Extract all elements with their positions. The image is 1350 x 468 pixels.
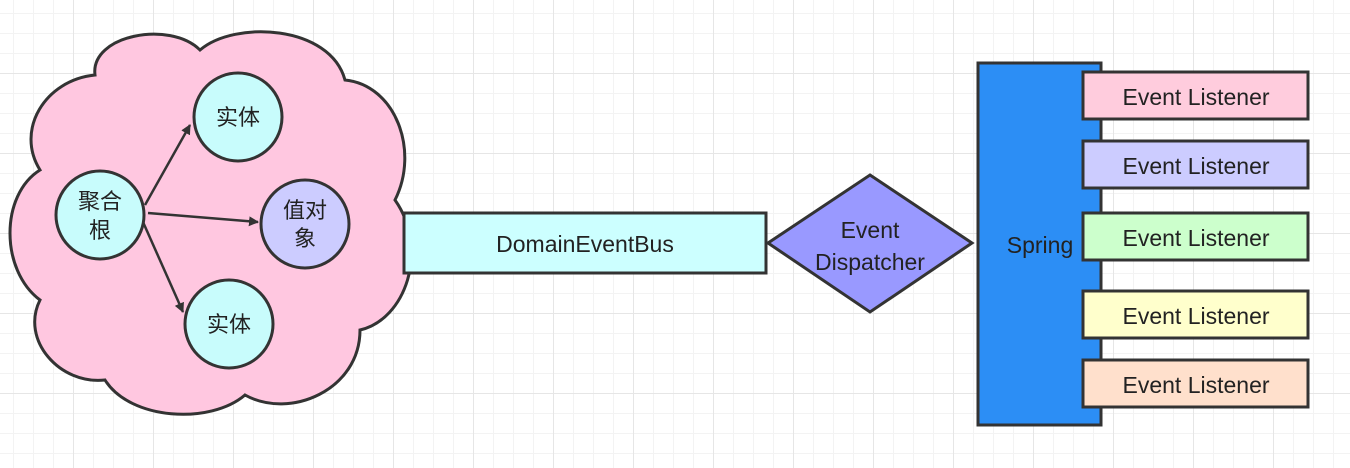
event-dispatcher-label-line2: Dispatcher: [815, 249, 925, 275]
aggregate-root-node: [54, 169, 146, 261]
event-listener-1: Event Listener: [1081, 70, 1310, 121]
value-object-label-line2: 象: [294, 227, 316, 252]
event-listener-label-4: Event Listener: [1122, 303, 1269, 329]
domain-event-bus-label: DomainEventBus: [496, 231, 674, 257]
entity-bottom-node: [183, 278, 275, 370]
arrow-root-to-value-object: [147, 211, 259, 227]
spring-container: [976, 61, 1103, 427]
domain-event-bus-box: [402, 211, 768, 275]
aggregate-cloud: [8, 30, 413, 416]
aggregate-root-label-line1: 聚合: [78, 190, 122, 215]
event-dispatcher-label-line1: Event: [841, 217, 900, 243]
event-listener-3: Event Listener: [1081, 211, 1310, 262]
event-listener-box-5: [1081, 358, 1310, 409]
event-listener-2: Event Listener: [1081, 139, 1310, 190]
arrow-root-to-entity-top: [143, 124, 192, 206]
event-listener-box-1: [1081, 70, 1310, 121]
event-listener-box-3: [1081, 211, 1310, 262]
event-listener-label-2: Event Listener: [1122, 153, 1269, 179]
event-listener-label-3: Event Listener: [1122, 225, 1269, 251]
spring-label: Spring: [1007, 232, 1073, 258]
event-listener-5: Event Listener: [1081, 358, 1310, 409]
value-object-node: [259, 178, 351, 270]
entity-bottom-label: 实体: [207, 313, 251, 338]
arrow-root-to-entity-bottom: [141, 221, 185, 313]
event-listener-label-1: Event Listener: [1122, 84, 1269, 110]
aggregate-root-label-line2: 根: [89, 219, 111, 244]
event-dispatcher-diamond: [765, 173, 975, 314]
entity-top-node: [192, 71, 284, 163]
event-listener-box-4: [1081, 289, 1310, 340]
event-listener-box-2: [1081, 139, 1310, 190]
event-listener-4: Event Listener: [1081, 289, 1310, 340]
entity-top-label: 实体: [216, 106, 260, 131]
event-listener-label-5: Event Listener: [1122, 372, 1269, 398]
value-object-label-line1: 值对: [283, 199, 327, 224]
